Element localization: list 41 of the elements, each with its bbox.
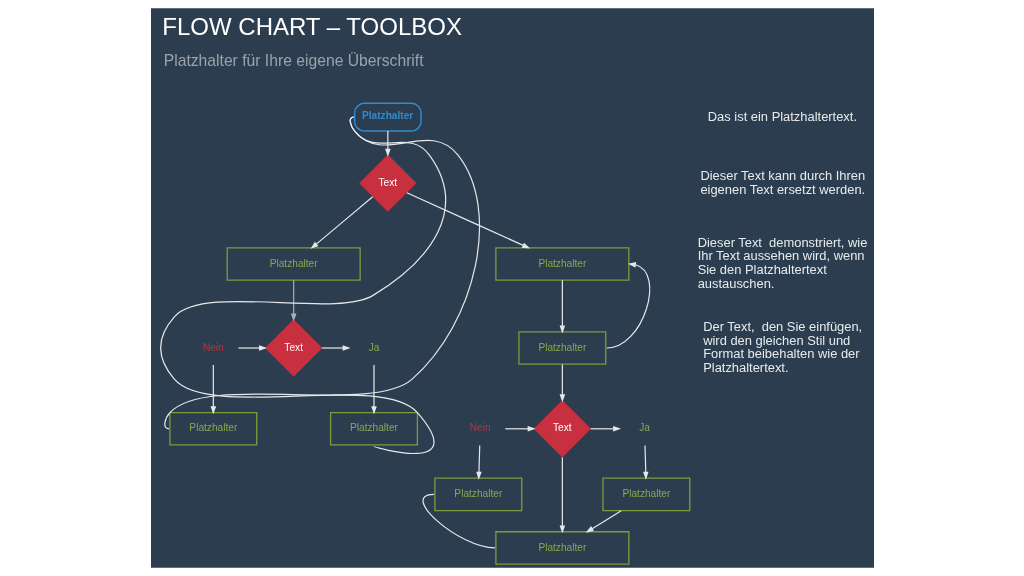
node-box: Platzhalter [494, 531, 629, 565]
arrow [320, 345, 351, 351]
node-box: Platzhalter [353, 102, 422, 132]
connector [159, 116, 446, 455]
arrow [585, 510, 622, 533]
node-box: Platzhalter [168, 412, 257, 446]
node-text: Ja [368, 341, 379, 353]
node-diamond: Text [533, 400, 591, 458]
label: Dieser Text kann durch Ihren eigenen Text ersetzt werden. [699, 167, 865, 197]
node-text: Nein [469, 422, 491, 434]
arrow [370, 364, 377, 415]
node-box: Platzhalter [226, 247, 361, 281]
node-box: Platzhalter [494, 247, 629, 281]
arrow [589, 426, 621, 432]
arrow [237, 345, 267, 351]
diagram-title: FLOW CHART – TOOLBOX [161, 12, 462, 40]
node-box: Platzhalter [329, 412, 418, 446]
node-diamond: Text [264, 319, 322, 377]
arrow [290, 279, 296, 322]
label: Platzhalter für Ihre eigene Überschrift [163, 52, 424, 70]
node-box: Platzhalter [517, 331, 606, 365]
arrow [504, 426, 536, 432]
arrow [210, 364, 216, 415]
label: Das ist ein Platzhaltertext. [707, 108, 857, 124]
arrow [310, 196, 373, 249]
connector [422, 493, 496, 549]
arrow [405, 192, 530, 249]
arrow [559, 279, 565, 334]
arrow [384, 130, 391, 157]
arrow [559, 363, 565, 403]
arrow [559, 456, 565, 534]
arrow [642, 444, 649, 480]
label: Dieser Text demonstriert, wie Ihr Text aussehen wird, wenn Sie den Platzhaltertext austauschen. [697, 234, 867, 292]
node-diamond: Text [358, 154, 416, 212]
node-text: Ja [638, 422, 650, 434]
arrow [475, 444, 482, 480]
node-text: Nein [202, 341, 224, 353]
node-box: Platzhalter [433, 477, 522, 512]
arrow [605, 262, 650, 349]
label: Der Text, den Sie einfügen, wird den gleichen Stil und Format beibehalten wie der Platzhaltertext. [702, 318, 862, 376]
node-box: Platzhalter [601, 477, 690, 512]
